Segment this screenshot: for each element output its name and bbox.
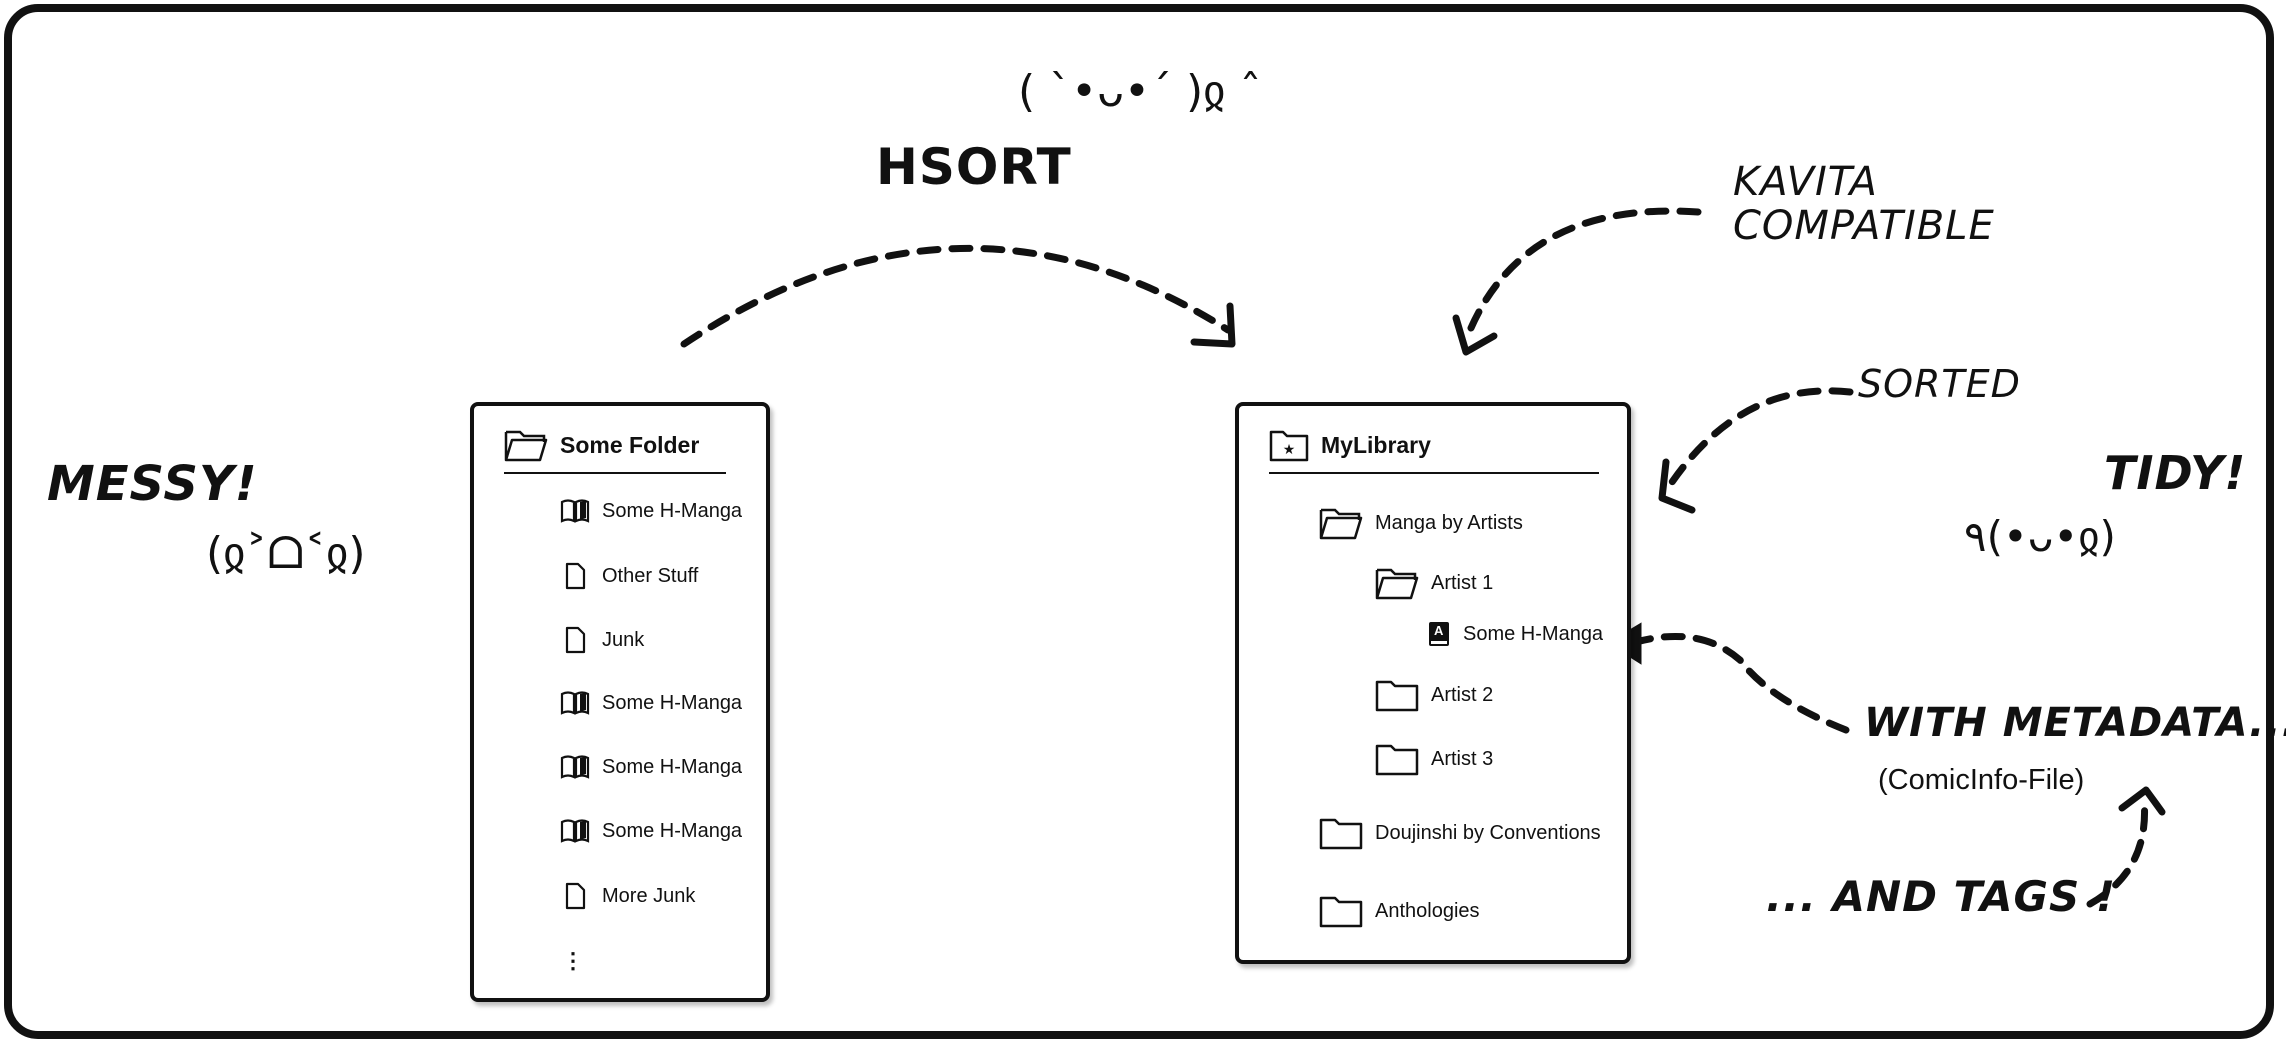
some-folder-title: Some Folder [560,431,700,458]
file-icon [560,562,590,590]
folder-icon [1375,678,1419,712]
metadata-arrow [1607,622,1850,734]
with-metadata-label: WITH METADATA... [1864,700,2286,746]
kavita-arrow [1452,207,1702,356]
book-icon-letter: A [1434,623,1444,638]
item-label: Some H-Manga [1463,622,1604,645]
item-label: Some H-Manga [602,499,743,522]
file-icon [560,882,590,910]
open-book-icon [560,754,590,780]
folder-open-icon [1375,566,1419,600]
comicinfo-label: (ComicInfo-File) [1878,764,2085,796]
list-item[interactable]: Some H-Manga [560,498,742,524]
hsort-arrow [680,244,1236,348]
item-label: Manga by Artists [1375,511,1523,534]
open-book-icon [560,818,590,844]
list-item[interactable]: Junk [560,626,644,654]
mylibrary-row[interactable]: ★ MyLibrary [1269,428,1431,462]
mylibrary-title: MyLibrary [1321,431,1431,458]
folder-icon [1319,894,1363,928]
item-label: Artist 3 [1431,747,1494,770]
list-item[interactable]: Some H-Manga [560,818,742,844]
open-book-icon [560,498,590,524]
tidy-kaomoji: ٩(•ᴗ•ჲ) [1964,512,2116,561]
list-item[interactable]: Some H-Manga [560,754,742,780]
item-label: Anthologies [1375,899,1480,922]
messy-kaomoji: (ჲ˃ᗝ˂ჲ) [206,528,366,579]
tags-arrow [2086,786,2166,908]
svg-text:★: ★ [1283,442,1296,458]
item-label: Junk [602,628,645,651]
tree-folder-item[interactable]: Artist 1 [1375,566,1493,600]
folder-icon [1319,816,1363,850]
and-tags-label: ... AND TAGS ! [1766,872,2117,921]
messy-folder-panel: Some Folder Some H-Manga Other Stuff Jun… [470,402,770,1002]
list-item[interactable]: Some H-Manga [560,690,742,716]
title-underline [1269,472,1599,474]
title-underline [504,472,726,474]
file-icon [560,626,590,654]
tree-folder-item[interactable]: Artist 2 [1375,678,1493,712]
open-book-icon [560,690,590,716]
item-label: Some H-Manga [602,755,743,778]
item-label: Artist 1 [1431,571,1494,594]
list-item[interactable]: More Junk [560,882,695,910]
messy-label: MESSY! [47,456,258,512]
kavita-compatible-label: KAVITA COMPATIBLE [1733,159,1995,249]
item-label: Some H-Manga [602,691,743,714]
item-label: Artist 2 [1431,683,1494,706]
library-panel: ★ MyLibrary Manga by Artists Artist 1 A … [1235,402,1631,964]
tree-folder-item[interactable]: Doujinshi by Conventions [1319,816,1601,850]
some-folder-row[interactable]: Some Folder [504,428,699,462]
sorted-arrow [1658,387,1854,514]
book-icon: A [1427,620,1451,648]
tree-folder-item[interactable]: Anthologies [1319,894,1480,928]
list-item[interactable]: Other Stuff [560,562,698,590]
tree-folder-item[interactable]: Artist 3 [1375,742,1493,776]
outer-frame [4,4,2274,1039]
item-label: More Junk [602,884,696,907]
sorted-label: SORTED [1858,362,2021,406]
tidy-label: TIDY! [2104,446,2247,500]
hsort-label: HSORT [876,138,1072,196]
happy-kaomoji: ( ˋ•ᴗ•ˊ )ჲ ˆ [1018,66,1262,117]
item-label: Some H-Manga [602,819,743,842]
item-label: Doujinshi by Conventions [1375,821,1601,844]
folder-open-icon [1319,506,1363,540]
more-items-indicator[interactable]: ⋮ [562,948,584,973]
tree-folder-item[interactable]: Manga by Artists [1319,506,1523,540]
folder-open-icon [504,428,548,462]
tree-book-item[interactable]: A Some H-Manga [1427,620,1603,648]
folder-star-icon: ★ [1269,428,1309,462]
item-label: Other Stuff [602,564,699,587]
folder-icon [1375,742,1419,776]
